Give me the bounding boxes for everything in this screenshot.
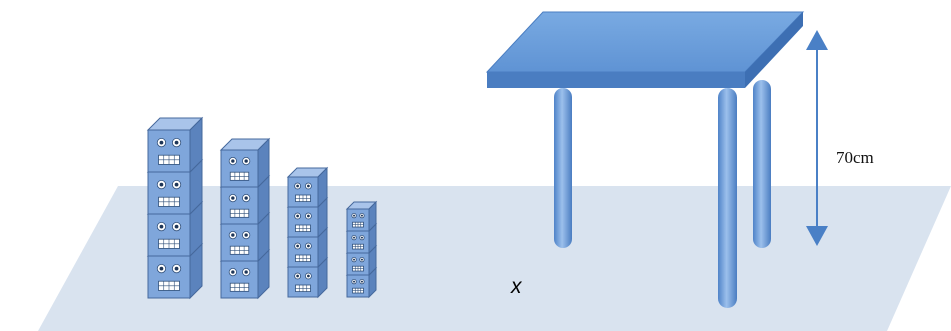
table-top-side-edge: [745, 12, 803, 88]
block-stack: [146, 116, 204, 300]
block-stack: [345, 200, 378, 299]
height-label: 70cm: [836, 148, 874, 167]
table: [485, 11, 805, 308]
robot-block: [146, 116, 204, 174]
table-leg-front-left: [554, 88, 572, 248]
robot-block: [345, 200, 378, 233]
robot-block: [219, 137, 271, 189]
table-leg-front-right: [718, 88, 737, 308]
block-stack: [219, 137, 271, 300]
robot-block: [219, 248, 271, 300]
block-stack: [286, 166, 329, 299]
table-top-front-edge: [487, 72, 745, 88]
block-stacks: [146, 116, 378, 300]
unknown-variable-label: x: [511, 275, 522, 298]
table-leg-back-right: [753, 80, 771, 248]
robot-block: [286, 166, 329, 209]
height-arrow: [806, 30, 828, 246]
robot-block: [146, 242, 204, 300]
